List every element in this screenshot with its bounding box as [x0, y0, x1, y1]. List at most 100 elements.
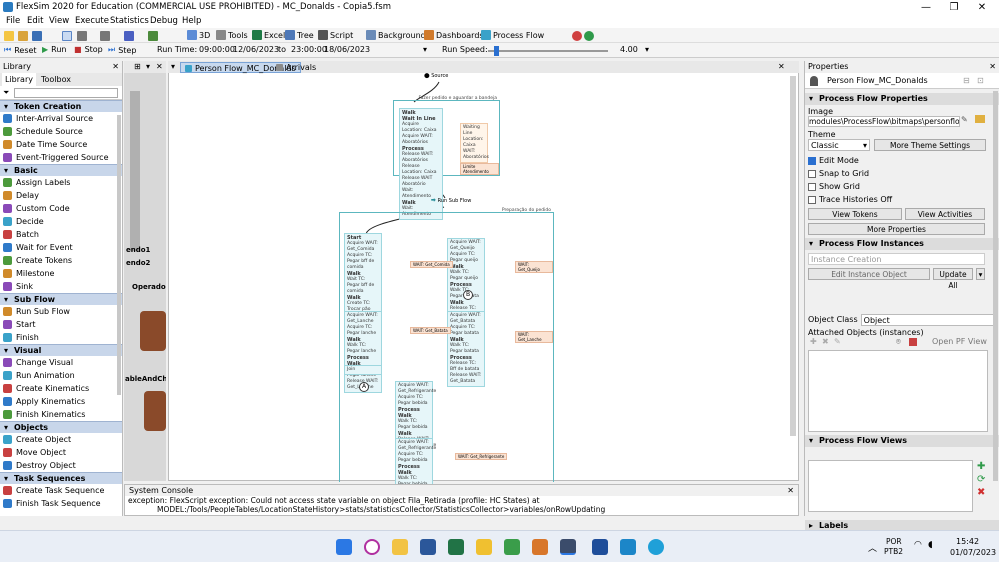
- view-tokens-button[interactable]: View Tokens: [808, 208, 902, 220]
- run-speed-value[interactable]: 4.00: [620, 45, 638, 54]
- tools-button[interactable]: Tools: [216, 30, 248, 40]
- menu-statistics[interactable]: Statistics: [110, 16, 149, 26]
- open-pf-view-button[interactable]: Open PF View: [932, 337, 987, 346]
- select-mode-icon[interactable]: [124, 31, 134, 41]
- object-name[interactable]: Person Flow_MC_Donalds: [827, 76, 928, 85]
- activity-row[interactable]: Create TC: Trocar pão: [347, 301, 371, 312]
- 3d-view-button[interactable]: 3D: [187, 30, 210, 40]
- library-item[interactable]: Sink: [0, 280, 122, 293]
- activity-row[interactable]: Acquire Location: Caixa: [402, 122, 437, 133]
- image-path-field[interactable]: modules\ProcessFlow\bitmaps\personflow.p…: [808, 116, 960, 127]
- library-item[interactable]: Apply Kinematics: [0, 395, 122, 408]
- object-help-icon[interactable]: ⊡: [977, 76, 984, 85]
- step-button[interactable]: ⏭Step: [108, 45, 137, 55]
- library-category[interactable]: ▾Task Sequences: [0, 472, 122, 484]
- activity-row[interactable]: Walk: [347, 271, 361, 277]
- instance-creation-select[interactable]: Instance Creation: [808, 253, 985, 265]
- calculator-icon[interactable]: [620, 539, 636, 555]
- activity-row[interactable]: Acquire TC: Pegar bff de comida: [347, 253, 375, 270]
- remove-icon[interactable]: ✖: [822, 337, 829, 346]
- 3d-view-pin-icon[interactable]: ⊞: [134, 62, 141, 71]
- wifi-icon[interactable]: ◠: [914, 540, 922, 550]
- update-all-button[interactable]: Update All: [933, 268, 973, 290]
- more-properties-button[interactable]: More Properties: [808, 223, 985, 235]
- library-item[interactable]: Destroy Object: [0, 459, 122, 472]
- tab-person-flow[interactable]: Person Flow_MC_Donalds: [180, 62, 301, 73]
- group1-limit-tag[interactable]: Limite Atendimento: [460, 163, 499, 175]
- section-process-flow-instances[interactable]: ▾Process Flow Instances: [805, 238, 999, 250]
- activity-row[interactable]: Start: [347, 235, 362, 241]
- 3d-view-close-icon[interactable]: ✕: [156, 62, 163, 71]
- more-theme-settings-button[interactable]: More Theme Settings: [874, 139, 986, 151]
- activity-row[interactable]: Walk: [398, 413, 412, 419]
- activity-row[interactable]: Acquire TC: Pegar batata: [450, 325, 479, 336]
- activity-row[interactable]: Wait: Atendimento: [402, 206, 432, 217]
- run-speed-slider[interactable]: [488, 50, 608, 52]
- activity-row[interactable]: Walk TC: Pegar lanche: [347, 343, 377, 354]
- activity-row[interactable]: Wait: Atendimento: [402, 188, 432, 199]
- library-item[interactable]: Create Tokens: [0, 254, 122, 267]
- activity-row[interactable]: Walk: [450, 337, 464, 343]
- library-item[interactable]: Run Animation: [0, 369, 122, 382]
- help-icon[interactable]: [584, 31, 594, 41]
- end-time[interactable]: 23:00:00: [291, 45, 327, 54]
- properties-close-icon[interactable]: ✕: [989, 62, 996, 71]
- activity-row[interactable]: Process: [402, 146, 424, 152]
- process-flow-canvas[interactable]: ⬤ Source Fazer pedido e aguardar a bande…: [168, 61, 799, 508]
- end-date[interactable]: 18/06/2023: [324, 45, 371, 54]
- theme-select[interactable]: Classic▾: [808, 139, 870, 151]
- activity-row[interactable]: Walk TC: Pegar batata: [450, 343, 479, 354]
- add-view-icon[interactable]: ✚: [977, 461, 986, 472]
- library-item[interactable]: Date Time Source: [0, 138, 122, 151]
- process-flow-button[interactable]: Process Flow: [481, 30, 544, 40]
- excel-taskbar-icon[interactable]: [448, 539, 464, 555]
- process-flow-views-list[interactable]: [808, 460, 973, 512]
- library-category[interactable]: ▾Basic: [0, 164, 122, 176]
- activity-row[interactable]: Acquire WAIT: Get_Comida: [347, 241, 378, 252]
- library-item[interactable]: Start: [0, 318, 122, 331]
- menu-view[interactable]: View: [49, 16, 70, 26]
- activity-row[interactable]: Release TC: Bff de batata: [450, 361, 480, 372]
- connector-a[interactable]: A: [359, 382, 369, 392]
- library-item[interactable]: Wait for Event: [0, 241, 122, 254]
- save-icon[interactable]: [32, 31, 42, 41]
- menu-edit[interactable]: Edit: [27, 16, 44, 26]
- activity-row[interactable]: Acquire TC: Pegar lanche: [347, 325, 377, 336]
- object-class-field[interactable]: Object: [860, 313, 994, 326]
- activity-row[interactable]: Release WAIT Aboratório: [402, 176, 433, 187]
- clock-time[interactable]: 15:42: [956, 537, 980, 546]
- connector-b[interactable]: B: [463, 290, 473, 300]
- run-button[interactable]: ▶Run: [42, 45, 67, 54]
- console-close-icon[interactable]: ✕: [787, 486, 794, 495]
- library-item[interactable]: Create Object: [0, 433, 122, 446]
- 3d-view-dropdown-icon[interactable]: ▾: [146, 62, 151, 71]
- volume-icon[interactable]: ◖: [928, 540, 933, 550]
- activity-row[interactable]: Walk TC: Pegar bebida: [398, 419, 428, 430]
- activity-row[interactable]: Acquire TC: Pegar queijo: [450, 252, 478, 263]
- eyedropper-icon[interactable]: ✎: [961, 115, 968, 124]
- activity-row[interactable]: WAIT: Aboratórios: [463, 149, 490, 160]
- delete-view-icon[interactable]: ✖: [977, 487, 986, 498]
- activity-row[interactable]: Acquire WAIT: Get_Queijo: [450, 240, 481, 251]
- show-grid-checkbox[interactable]: Show Grid: [808, 180, 996, 193]
- edit-instance-object-button[interactable]: Edit Instance Object: [808, 268, 930, 280]
- pointer-mode-icon[interactable]: [62, 31, 72, 41]
- create-mode-icon[interactable]: [148, 31, 158, 41]
- wait-tag-comida[interactable]: WAIT: Get_Comida: [410, 261, 453, 268]
- stop-time-dropdown-icon[interactable]: ▾: [423, 45, 428, 54]
- tab-close-icon[interactable]: ✕: [778, 62, 785, 71]
- trace-histories-checkbox[interactable]: Trace Histories Off: [808, 193, 996, 206]
- source-node[interactable]: ⬤ Source: [424, 73, 449, 79]
- activity-row[interactable]: Walk TC: Pegar queijo: [450, 270, 478, 281]
- library-item[interactable]: Schedule Source: [0, 125, 122, 138]
- library-category[interactable]: ▾Sub Flow: [0, 293, 122, 305]
- activity-row[interactable]: Acquire TC: Pegar bebida: [398, 452, 428, 463]
- library-item[interactable]: Batch: [0, 228, 122, 241]
- library-item[interactable]: Milestone: [0, 267, 122, 280]
- cube-icon[interactable]: [909, 338, 917, 346]
- library-category[interactable]: ▾Objects: [0, 421, 122, 433]
- activity-row[interactable]: Release WAIT: Aboratórios: [402, 152, 434, 163]
